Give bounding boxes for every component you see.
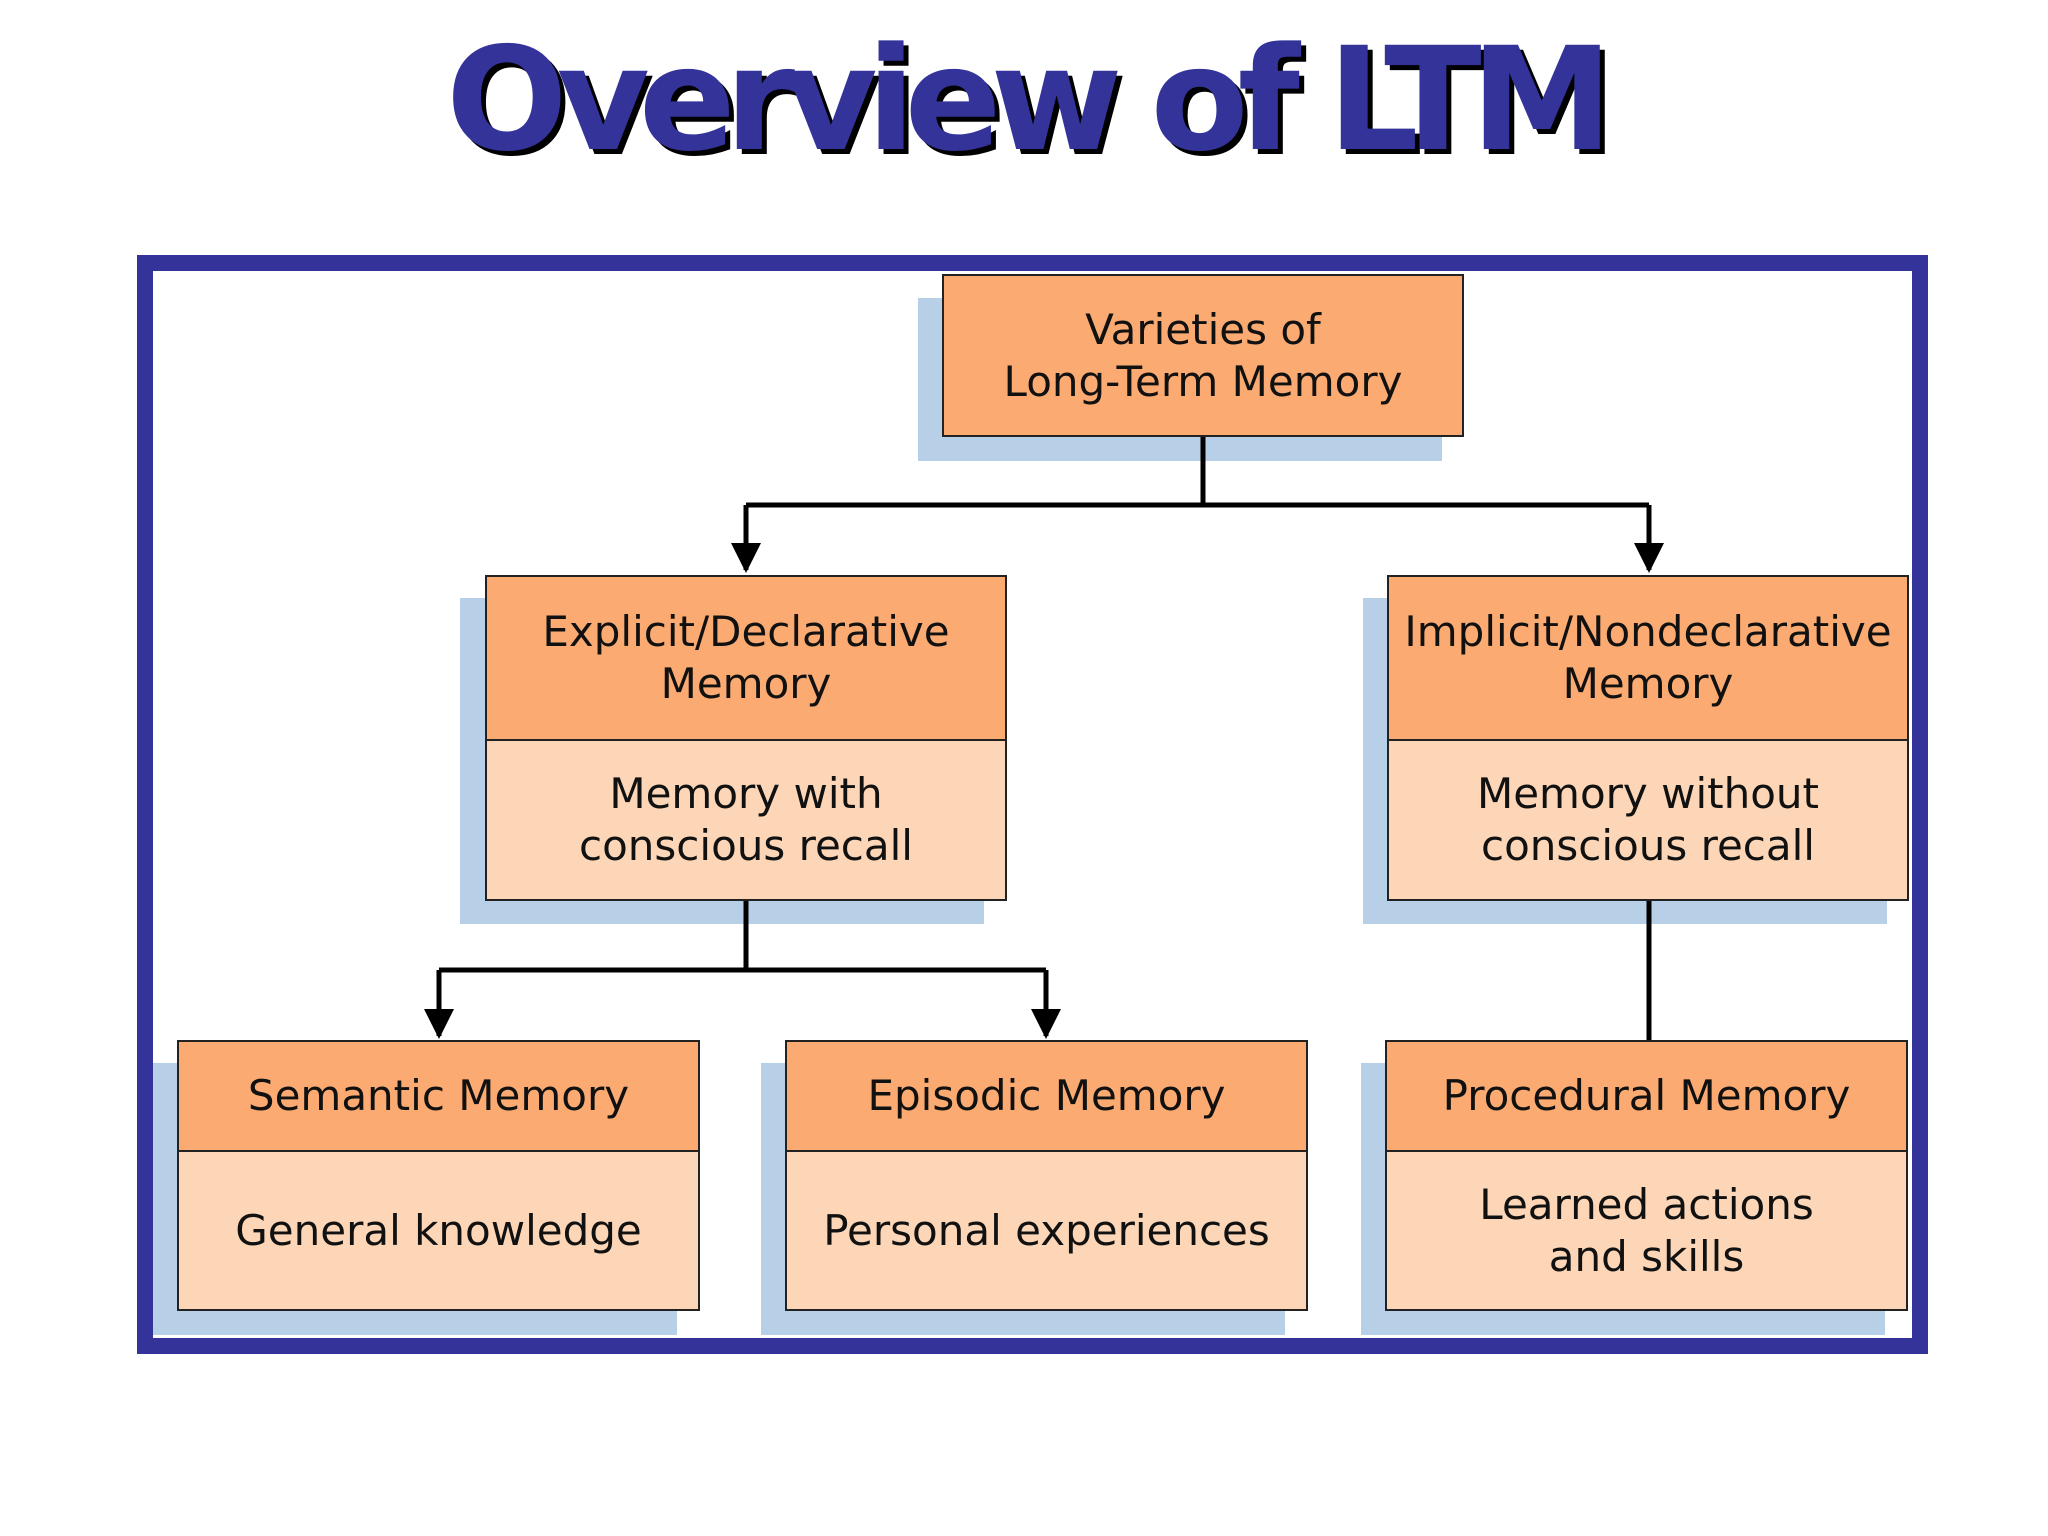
explicit-memory-node: Explicit/Declarative Memory Memory with … (485, 575, 1007, 901)
root-label-line1: Varieties of (1085, 304, 1321, 354)
semantic-body: General knowledge (179, 1150, 698, 1309)
procedural-header: Procedural Memory (1387, 1042, 1906, 1150)
episodic-memory-node: Episodic Memory Personal experiences (785, 1040, 1308, 1311)
semantic-header: Semantic Memory (179, 1042, 698, 1150)
procedural-body-line1: Learned actions (1479, 1179, 1814, 1229)
implicit-body-line1: Memory without (1476, 769, 1820, 818)
episodic-header: Episodic Memory (787, 1042, 1306, 1150)
root-label-line2: Long-Term Memory (1003, 356, 1403, 406)
implicit-memory-node: Implicit/Nondeclarative Memory Memory wi… (1387, 575, 1909, 901)
explicit-body-line1: Memory with (609, 769, 883, 818)
explicit-header-line2: Memory (660, 659, 832, 708)
procedural-memory-node: Procedural Memory Learned actions and sk… (1385, 1040, 1908, 1311)
explicit-body-line2: conscious recall (579, 821, 913, 870)
implicit-header-line2: Memory (1562, 659, 1734, 708)
explicit-header-line1: Explicit/Declarative (542, 607, 950, 656)
implicit-header-line1: Implicit/Nondeclarative (1404, 607, 1892, 656)
semantic-memory-node: Semantic Memory General knowledge (177, 1040, 700, 1311)
root-node: Varieties of Long-Term Memory (942, 274, 1464, 437)
implicit-body-line2: conscious recall (1481, 821, 1815, 870)
procedural-body-line2: and skills (1548, 1231, 1745, 1281)
page-title: Overview of LTM (446, 16, 1613, 183)
episodic-body: Personal experiences (787, 1150, 1306, 1309)
